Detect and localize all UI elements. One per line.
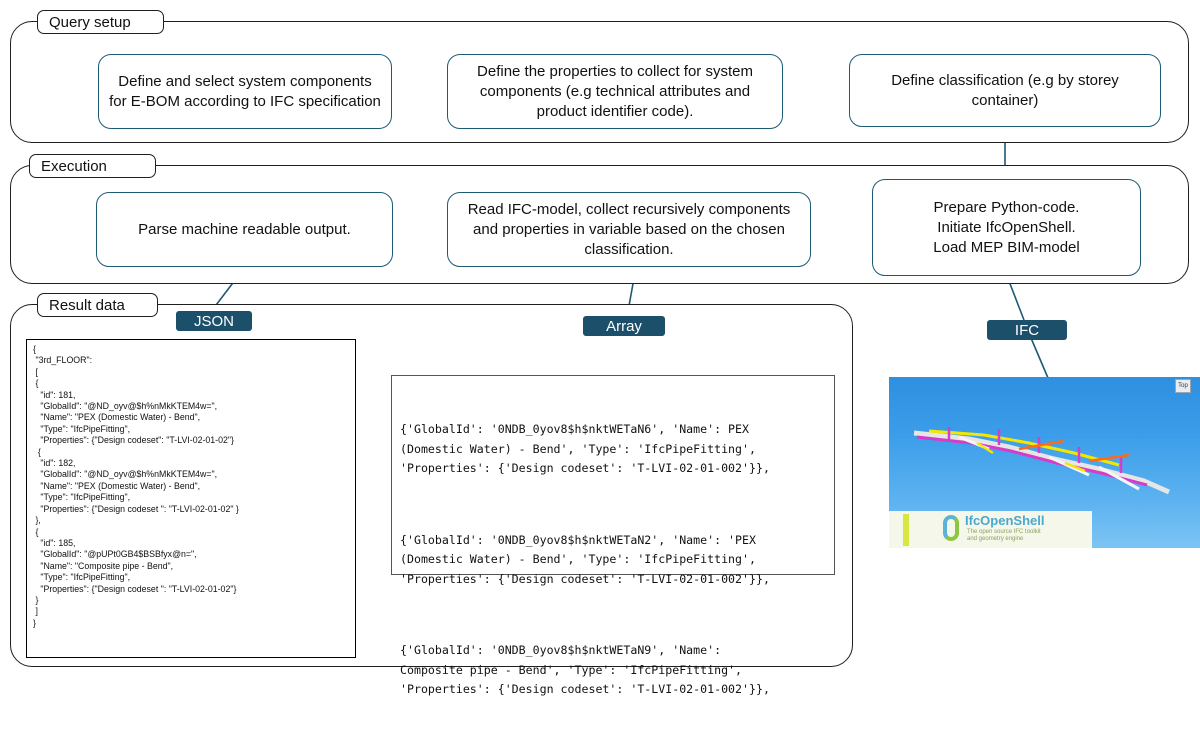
query-setup-label: Query setup [37, 10, 164, 34]
ifc-model-image: Top IfcOpenShell The open source IFC too… [889, 377, 1200, 548]
logo-stripe [903, 514, 909, 546]
read-model-node: Read IFC-model, collect recursively comp… [447, 192, 811, 267]
ifcopenshell-logo: IfcOpenShell The open source IFC toolkit… [889, 511, 1092, 548]
define-properties-node: Define the properties to collect for sys… [447, 54, 783, 129]
logo-mark-icon [943, 515, 959, 541]
pipe-segment [928, 429, 1120, 467]
pipe-segment [916, 435, 1148, 487]
result-data-frame [10, 304, 853, 667]
connector-ifc-to-image [1030, 337, 1049, 379]
array-output-box: {'GlobalId': '0NDB_0yov8$h$nktWETaN6', '… [391, 375, 835, 696]
pipe-segment [1018, 439, 1130, 463]
array-entry: {'GlobalId': '0NDB_0yov8$h$nktWETaN2', '… [400, 532, 770, 586]
pipe-model-graphic [913, 427, 1171, 495]
logo-tagline: The open source IFC toolkit and geometry… [967, 529, 1041, 542]
array-tag: Array [583, 316, 665, 336]
logo-name: IfcOpenShell [965, 513, 1045, 528]
view-cube-icon: Top [1175, 379, 1191, 393]
parse-output-node: Parse machine readable output. [96, 192, 393, 267]
array-entry: {'GlobalId': '0NDB_0yov8$h$nktWETaN6', '… [400, 422, 770, 475]
json-output-box: { "3rd_FLOOR": [ { "id": 181, "GlobalId"… [26, 339, 356, 658]
ifc-tag: IFC [987, 320, 1067, 340]
define-classification-node: Define classification (e.g by storey con… [849, 54, 1161, 127]
array-entry: {'GlobalId': '0NDB_0yov8$h$nktWETaN9', '… [400, 643, 770, 696]
json-tag: JSON [176, 311, 252, 331]
result-data-label: Result data [37, 293, 158, 317]
execution-label: Execution [29, 154, 156, 178]
define-components-node: Define and select system components for … [98, 54, 392, 129]
pipe-segment [976, 441, 1086, 473]
prepare-python-node: Prepare Python-code. Initiate IfcOpenShe… [872, 179, 1141, 276]
